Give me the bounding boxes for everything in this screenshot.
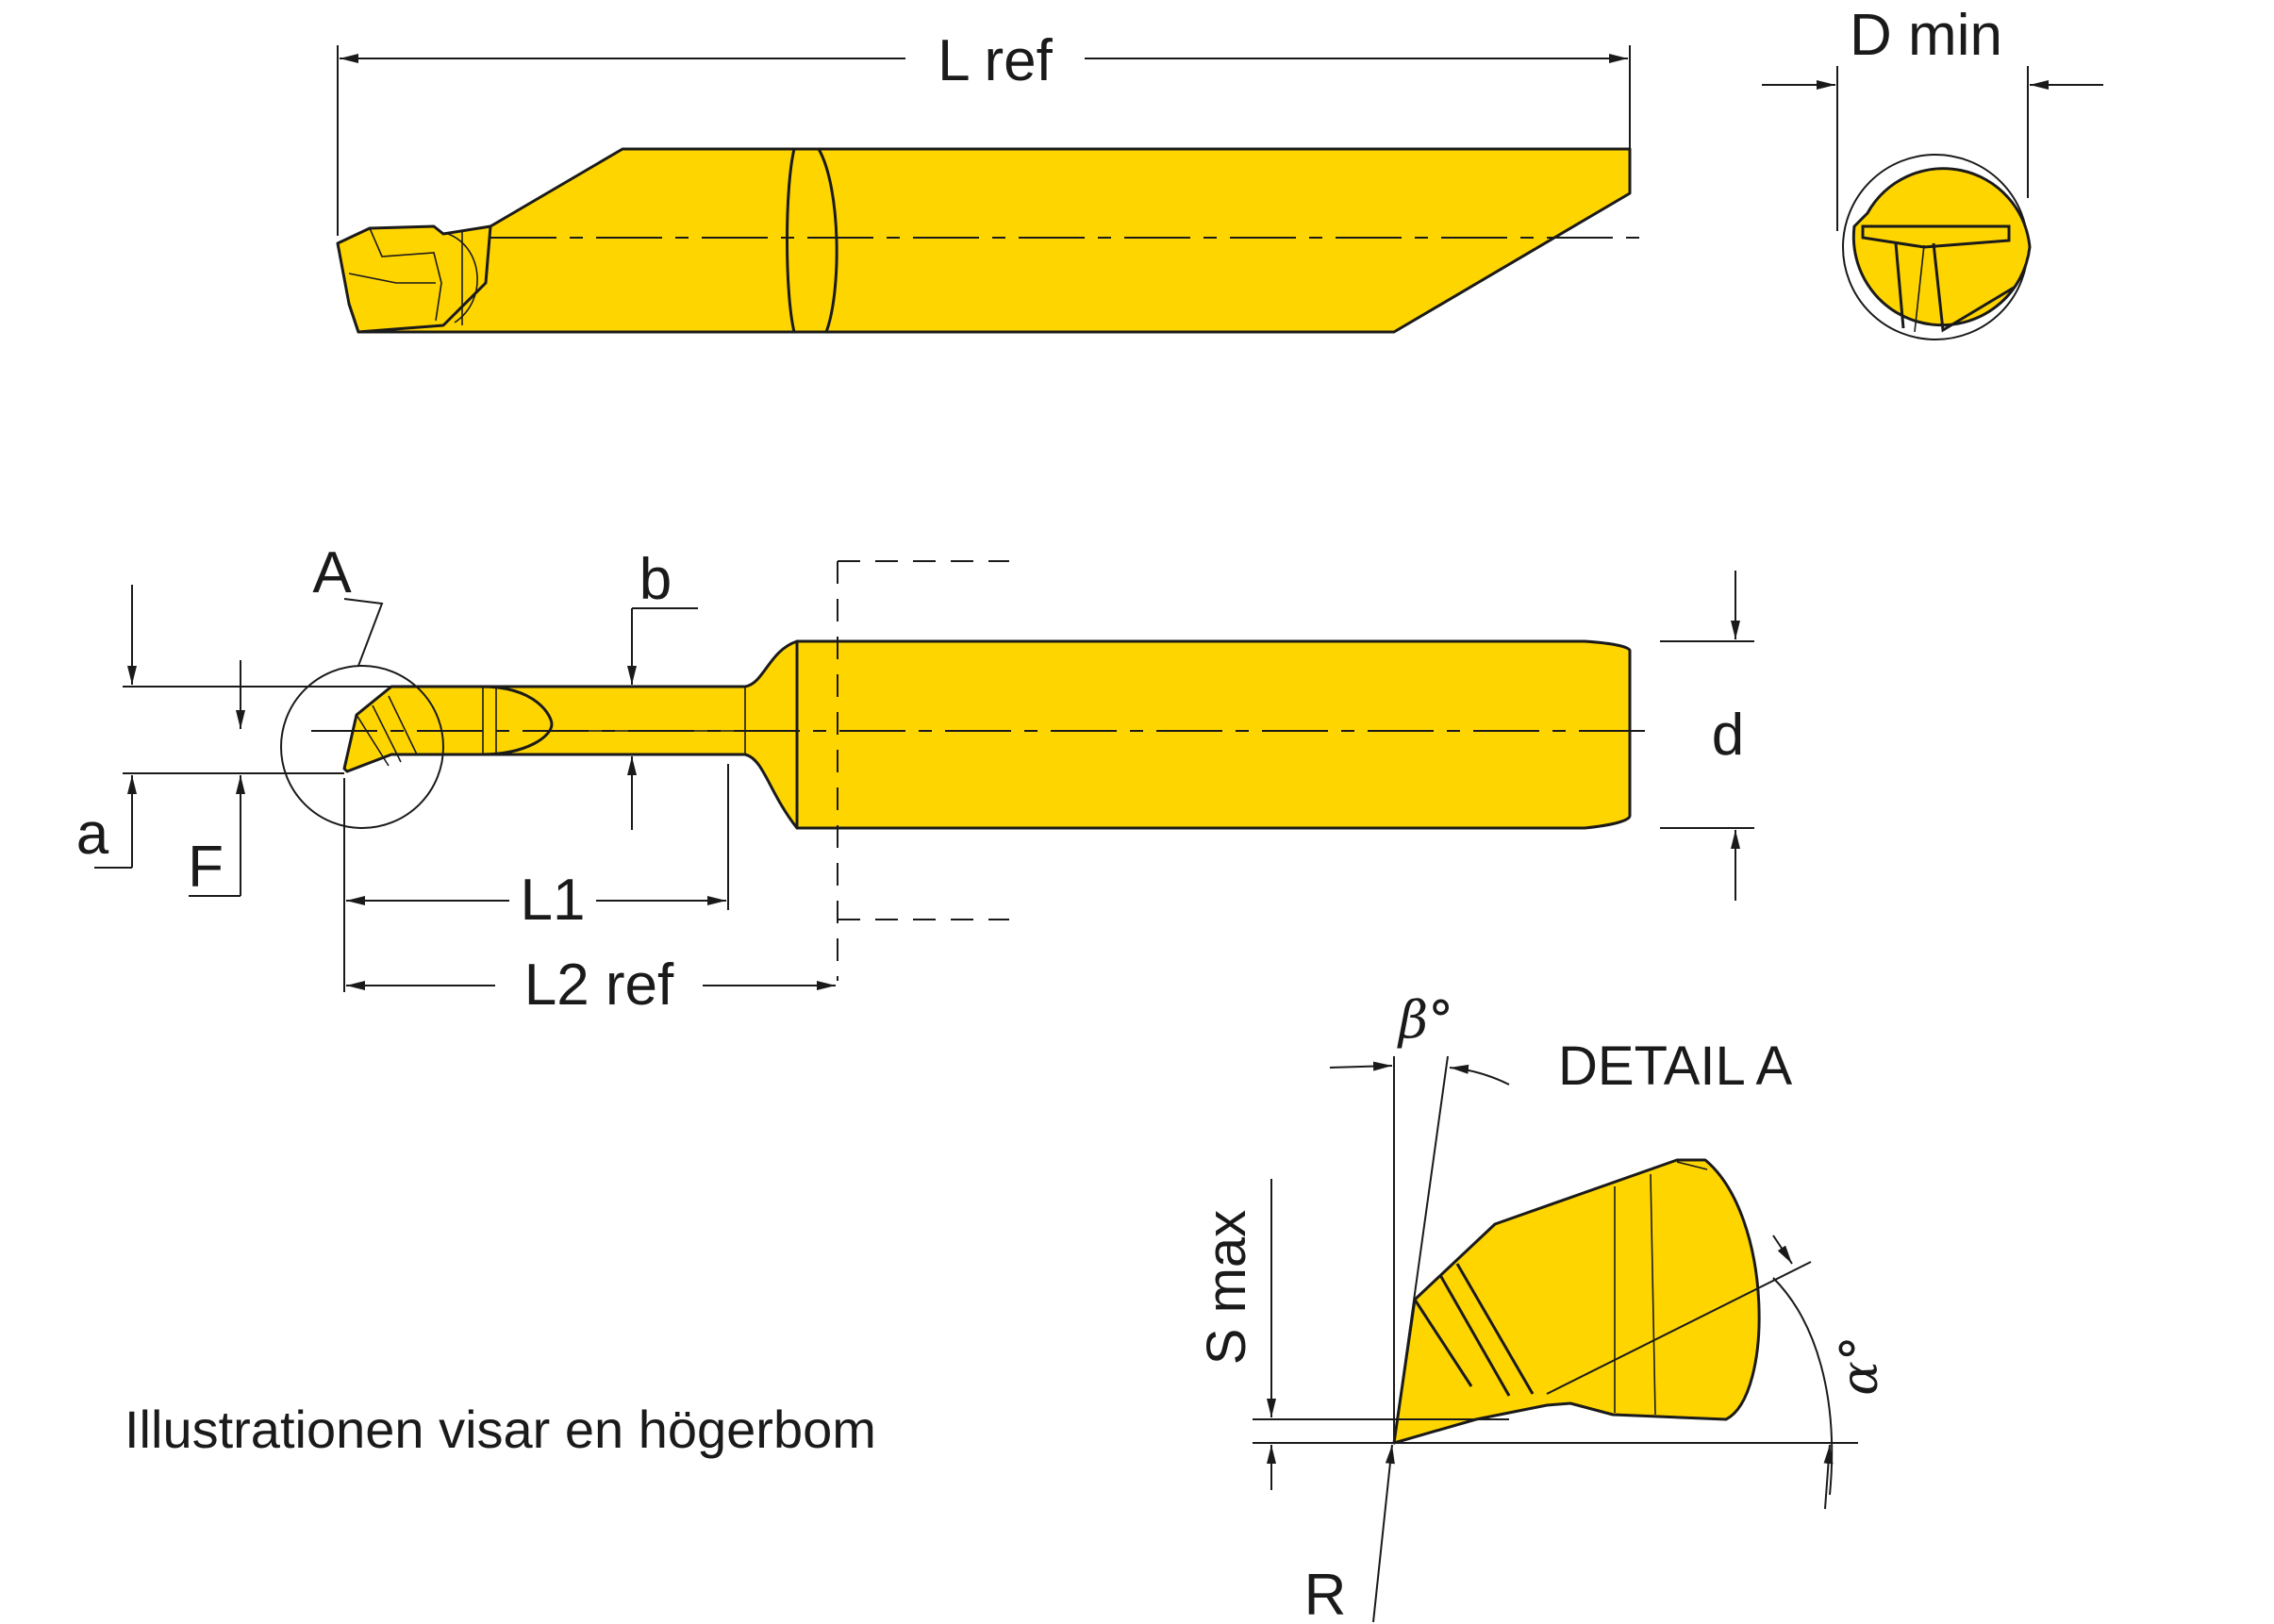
l2-ref-label: L2 ref	[524, 953, 674, 1018]
insert-edge-3	[447, 233, 478, 323]
detail-a-view: DETAIL A β° α° S max R	[1196, 990, 1889, 1624]
a-label: a	[76, 802, 109, 867]
beta-label: β°	[1397, 990, 1453, 1050]
insert-head	[336, 224, 492, 334]
alpha-arc	[1772, 1277, 1834, 1496]
detail-insert-tip	[1392, 1158, 1761, 1445]
alpha-arrow-top	[1772, 1235, 1793, 1265]
detail-a-callout: A	[312, 540, 352, 605]
detail-a-circle	[280, 665, 444, 829]
r-leader	[1372, 1444, 1395, 1623]
shank-ring-left	[786, 148, 796, 333]
l1-label: L1	[521, 868, 586, 933]
plan-view: A b d a F L1 L2 ref	[76, 540, 1754, 1018]
beta-flank-line	[1393, 1055, 1449, 1444]
plan-neck	[479, 639, 799, 830]
smax-label: S max	[1196, 1210, 1257, 1365]
illustration-note: Illustrationen visar en högerbom	[124, 1400, 876, 1459]
plan-shank	[795, 639, 1632, 830]
detail-edge-1	[1413, 1299, 1473, 1387]
detail-a-title: DETAIL A	[1558, 1036, 1793, 1097]
dmin-label: D min	[1850, 3, 2002, 68]
alpha-flank-line	[1546, 1261, 1812, 1395]
end-view-insert-side	[1932, 242, 2015, 333]
beta-arrow-right	[1449, 1064, 1510, 1085]
end-view-line-b	[1914, 244, 1925, 333]
alpha-arrow-bottom	[1823, 1444, 1834, 1510]
detail-a-leader	[343, 598, 384, 667]
detail-edge-2	[1438, 1274, 1511, 1397]
bar-shank-body	[347, 147, 1632, 334]
l-ref-label: L ref	[938, 28, 1054, 93]
insert-edge-2	[348, 273, 436, 284]
insert-edge-1	[369, 227, 442, 322]
beta-arrow-left	[1329, 1061, 1393, 1071]
f-label: F	[188, 835, 224, 900]
d-label: d	[1712, 703, 1744, 768]
end-view-insert-top	[1861, 224, 2011, 249]
r-label: R	[1304, 1563, 1347, 1624]
b-label: b	[639, 547, 672, 612]
plan-insert-lines	[356, 695, 418, 767]
shank-ring-right	[817, 148, 838, 333]
alpha-label: α°	[1830, 1335, 1889, 1395]
top-side-view: L ref	[336, 28, 1646, 334]
detail-edge-5	[1650, 1173, 1656, 1416]
detail-edge-6	[1676, 1161, 1708, 1170]
end-view-line-a	[1894, 242, 1905, 329]
end-view: D min	[1762, 3, 2103, 340]
plan-head	[342, 685, 554, 773]
detail-edge-3	[1455, 1263, 1535, 1395]
